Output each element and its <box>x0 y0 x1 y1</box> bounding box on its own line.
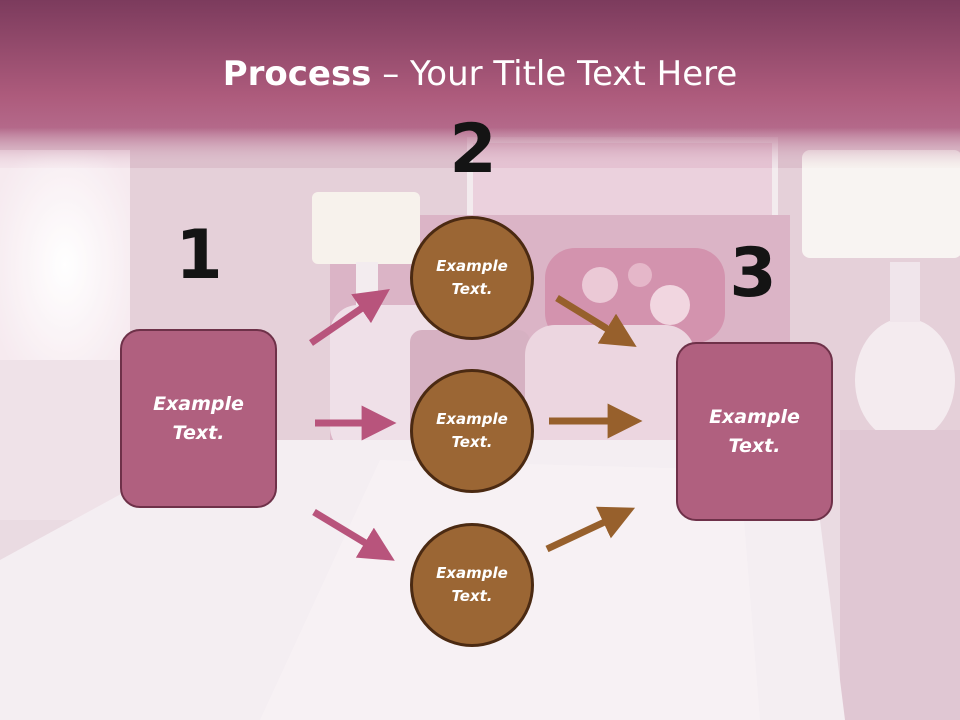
start-box-text: Example Text. <box>153 392 244 444</box>
end-box: Example Text. <box>676 342 833 521</box>
title-strong: Process <box>222 54 372 94</box>
arrow-start-to-top <box>309 288 390 346</box>
title-rest: – Your Title Text Here <box>371 54 738 94</box>
middle-circle-bottom-text: Example Text. <box>436 564 508 605</box>
start-box: Example Text. <box>120 329 277 508</box>
arrow-start-to-bottom <box>312 509 395 561</box>
middle-circle-center: Example Text. <box>410 369 534 493</box>
middle-circle-top-text: Example Text. <box>436 257 508 298</box>
end-box-text: Example Text. <box>709 405 800 457</box>
middle-circle-top: Example Text. <box>410 216 534 340</box>
step-number-2: 2 <box>449 110 497 189</box>
middle-circle-bottom: Example Text. <box>410 523 534 647</box>
arrow-top-to-end <box>555 295 637 347</box>
slide-title: Process – Your Title Text Here <box>0 52 960 96</box>
step-number-3: 3 <box>729 234 777 313</box>
middle-circle-center-text: Example Text. <box>436 410 508 451</box>
step-number-1: 1 <box>175 216 223 295</box>
arrow-bottom-to-end <box>545 506 636 553</box>
